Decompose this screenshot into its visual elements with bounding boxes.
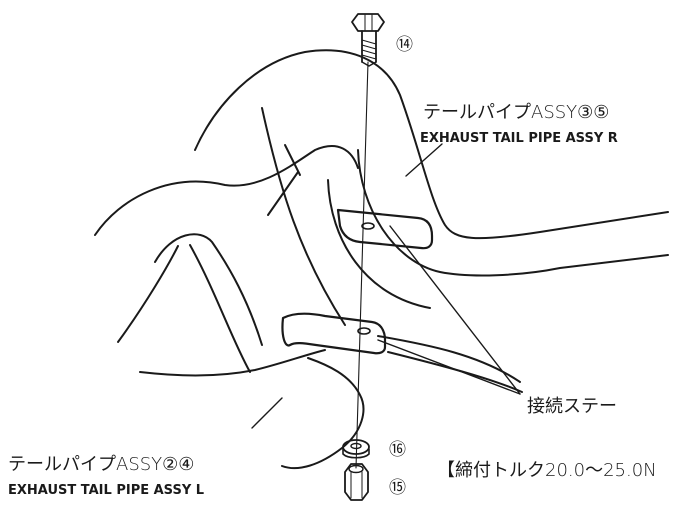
- left-tail-pipe: [117, 107, 523, 470]
- lower-connecting-stay[interactable]: [281, 312, 387, 355]
- leader-right-pipe: [405, 143, 443, 177]
- nut-15[interactable]: [344, 463, 369, 501]
- fastener-axis-line: [355, 61, 369, 469]
- right-pipe-label-en: EXHAUST TAIL PIPE ASSY R: [420, 131, 618, 146]
- washer-number-label: ⑯: [389, 440, 406, 460]
- leader-stay-upper: [389, 225, 521, 395]
- left-pipe-label-en: EXHAUST TAIL PIPE ASSY L: [8, 483, 204, 498]
- bolt-14[interactable]: [351, 13, 385, 67]
- right-pipe-label-jp: テールパイプASSY③⑤: [423, 102, 609, 123]
- nut-number-label: ⑮: [389, 478, 406, 498]
- upper-connecting-stay[interactable]: [336, 208, 434, 250]
- left-pipe-label-jp: テールパイプASSY②④: [8, 454, 194, 475]
- bolt-number-label: ⑭: [396, 35, 413, 55]
- washer-16[interactable]: [342, 439, 370, 459]
- leader-stay-lower: [377, 339, 521, 395]
- stay-label: 接続ステー: [527, 396, 617, 417]
- torque-label: 【締付トルク20.0～25.0N: [437, 460, 657, 481]
- leader-left-pipe: [251, 397, 283, 429]
- right-tail-pipe: [94, 49, 669, 309]
